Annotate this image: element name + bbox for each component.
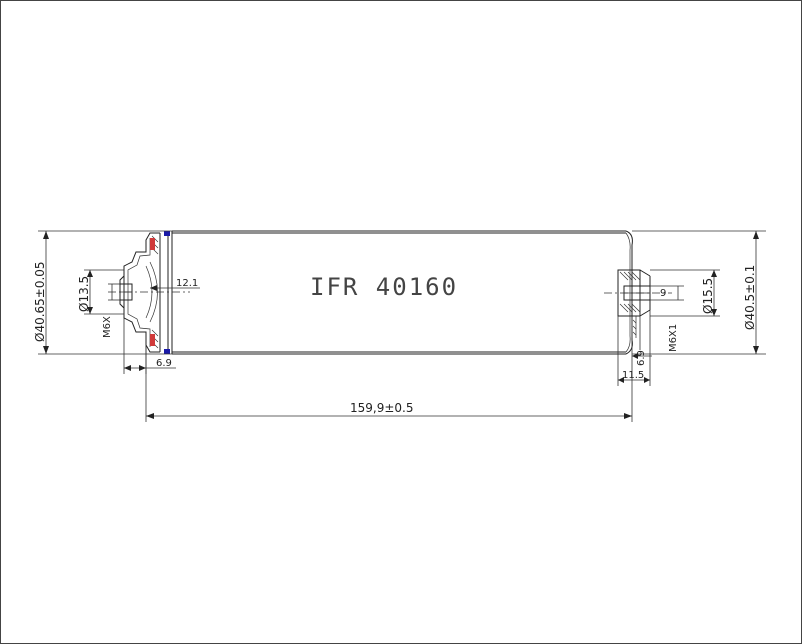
left-end-cap [108,231,190,354]
seal-red-bottom [150,334,155,346]
right-thread-label: M6X1 [668,324,679,352]
left-outer-dia-label: Ø40.65±0.05 [33,261,47,342]
right-depth-label: 9 [660,288,666,299]
right-bore-dia-label: Ø15.5 [701,278,715,314]
seal-red-top [150,238,155,250]
left-depth-label: 12.1 [176,278,198,289]
left-flange-label: 6.9 [156,358,172,369]
right-outer-dia-label: Ø40.5±0.1 [743,265,757,330]
right-flange-a-label: 6.9 [636,350,647,366]
left-bore-dia-label: Ø13.5 [77,276,91,312]
seal-blue-top [164,231,170,236]
overall-length-label: 159,9±0.5 [350,401,414,415]
right-dimensions: Ø40.5±0.1 Ø15.5 9 M6X1 6.9 11.5 [617,230,766,386]
seal-blue-bottom [164,349,170,354]
overall-length-dimension: 159,9±0.5 [145,340,633,422]
right-end-cap [604,269,672,338]
left-thread-label: M6X [102,316,113,338]
part-number-title: IFR 40160 [310,273,458,301]
left-dimensions: Ø40.65±0.05 Ø13.5 M6X 12.1 6.9 [33,230,200,374]
right-flange-b-label: 11.5 [622,370,644,381]
